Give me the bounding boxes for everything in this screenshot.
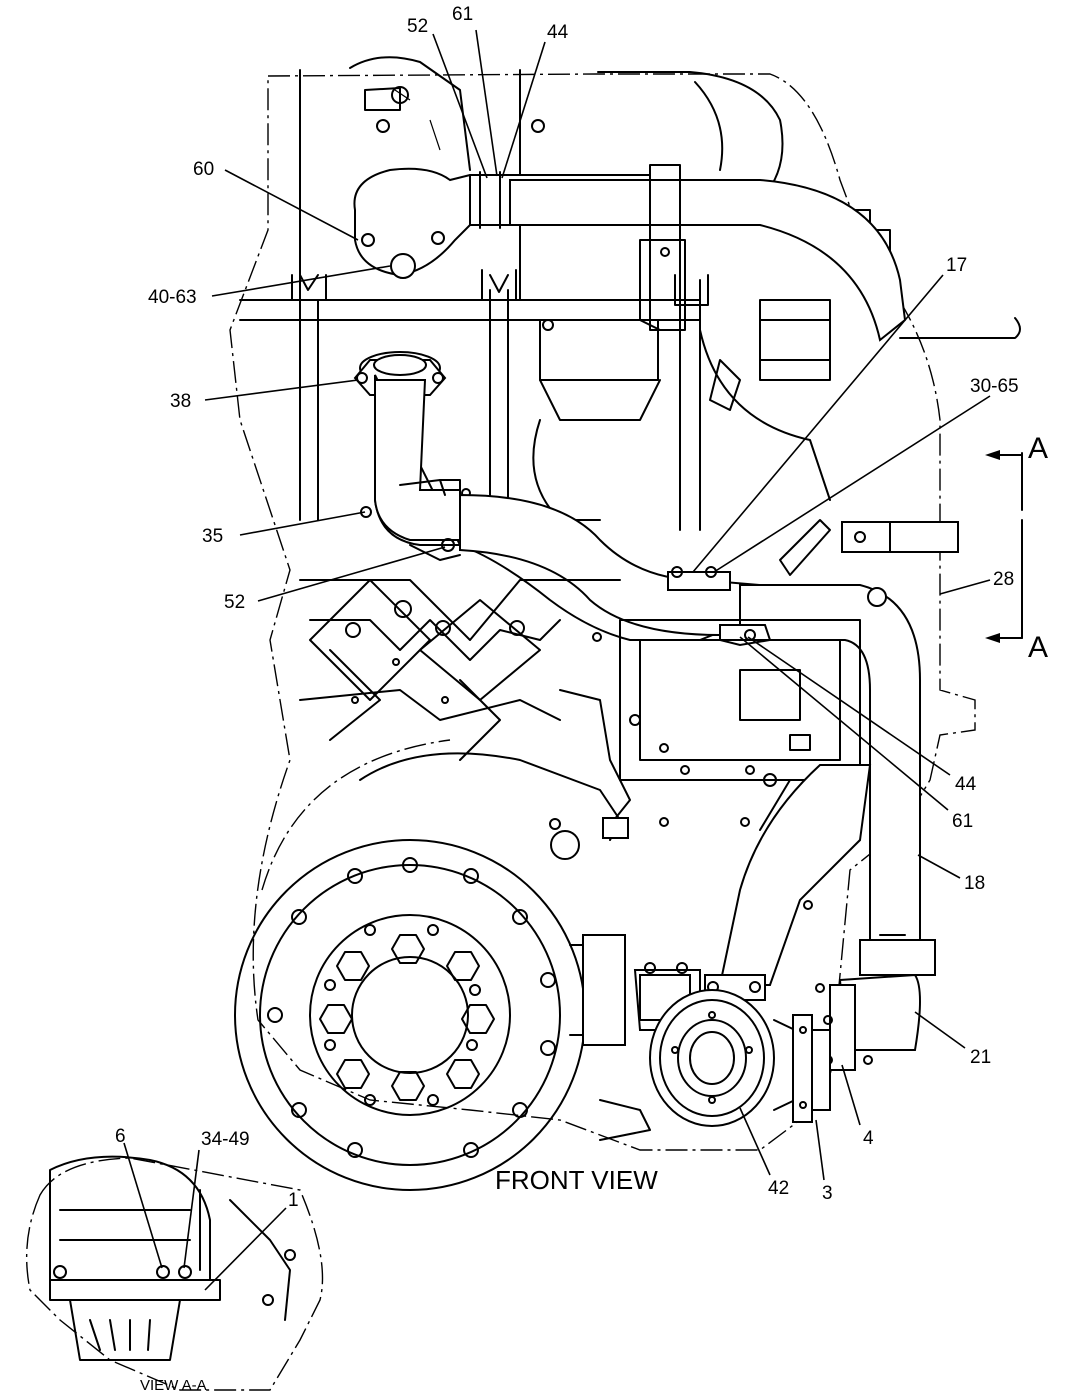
callout-labels: 52 61 44 60 40-63 17 30-65 38 35 52 28 4… — [115, 4, 1019, 1211]
water-pump — [569, 934, 831, 1141]
callout-44-mid: 44 — [955, 774, 977, 795]
callout-1: 1 — [288, 1190, 299, 1211]
callout-18: 18 — [964, 873, 985, 894]
front-view-title: FRONT VIEW — [495, 1165, 658, 1195]
section-letter-bottom: A — [1028, 631, 1048, 664]
view-aa-title: VIEW A-A — [140, 1377, 207, 1394]
flywheel-assembly — [234, 739, 586, 1191]
callout-44-top: 44 — [547, 22, 569, 43]
callout-61-top: 61 — [452, 4, 473, 25]
engine-top-structure — [239, 56, 1021, 531]
section-arrows — [985, 450, 1023, 643]
callout-3: 3 — [822, 1183, 833, 1204]
view-aa-detail — [26, 1155, 324, 1391]
callout-4: 4 — [863, 1128, 874, 1149]
callout-35: 35 — [202, 526, 223, 547]
leader-lines — [123, 29, 991, 1291]
upper-large-tube — [509, 164, 907, 342]
section-arrow-bottom — [985, 633, 1000, 643]
callout-52-top: 52 — [407, 16, 428, 37]
callout-6: 6 — [115, 1126, 126, 1147]
lower-transfer-tube — [704, 764, 872, 1001]
callout-61-mid: 61 — [952, 811, 973, 832]
section-letter-top: A — [1028, 432, 1048, 465]
pipe-18 — [739, 584, 936, 1071]
pipe-38-elbow — [353, 351, 761, 641]
callout-60: 60 — [193, 159, 214, 180]
callout-30-65: 30-65 — [970, 376, 1019, 397]
callout-42: 42 — [768, 1178, 789, 1199]
callout-17: 17 — [946, 255, 967, 276]
engine-outline — [229, 73, 976, 1151]
callout-34-49: 34-49 — [201, 1129, 250, 1150]
clamp-bracket — [667, 566, 887, 647]
section-arrow-top — [985, 450, 1000, 460]
callout-28: 28 — [993, 569, 1014, 590]
callout-52-mid: 52 — [224, 592, 245, 613]
callout-40-63: 40-63 — [148, 287, 197, 308]
callout-38: 38 — [170, 391, 191, 412]
callout-21: 21 — [970, 1047, 991, 1068]
bracket-28 — [779, 519, 959, 576]
